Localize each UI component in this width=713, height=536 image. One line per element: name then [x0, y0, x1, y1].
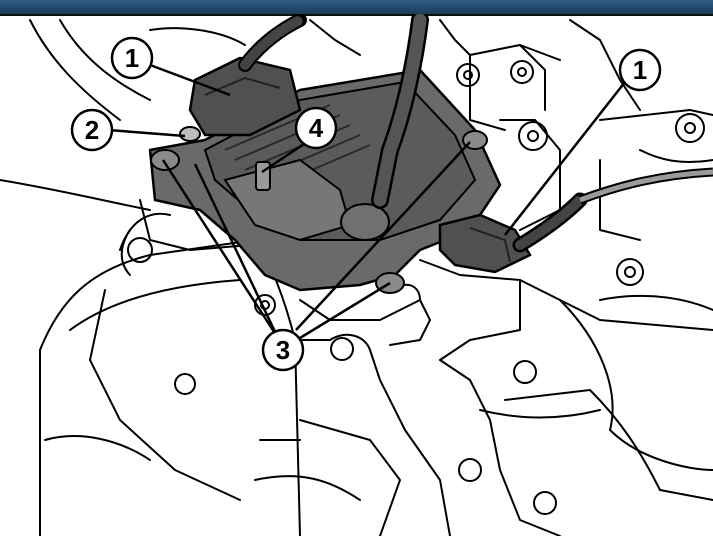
svg-text:2: 2: [85, 115, 99, 145]
callout-3: 3: [261, 328, 305, 372]
svg-text:4: 4: [309, 113, 324, 143]
sensor-pin: [255, 161, 271, 191]
harness-grommet: [340, 203, 390, 241]
connector-harness: [238, 14, 713, 253]
connector-right: [438, 213, 532, 274]
callout-2: 2: [70, 108, 114, 152]
svg-text:3: 3: [276, 335, 290, 365]
svg-text:1: 1: [633, 55, 647, 85]
callout-4: 4: [294, 106, 338, 150]
engine-casing-lineart: [0, 19, 713, 536]
header-rule: [0, 14, 713, 16]
callout-1-right: 1: [618, 48, 662, 92]
svg-text:1: 1: [125, 43, 139, 73]
callout-1-left: 1: [110, 36, 154, 80]
engine-diagram-svg: 1 1 2 4 3: [0, 14, 713, 536]
header-bar: [0, 0, 713, 14]
control-module: [148, 56, 532, 294]
technical-illustration: 1 1 2 4 3: [0, 14, 713, 536]
leader-lines: [107, 63, 626, 340]
